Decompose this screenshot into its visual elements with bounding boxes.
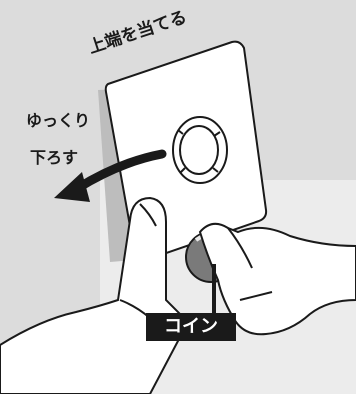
move-arrow-head [54,172,90,202]
coin-label-box: コイン [146,313,236,341]
left-hand [0,196,190,394]
plate-ring-tabs [177,129,221,174]
right-hand-creases [227,227,273,301]
move-arrow-shaft [73,149,167,193]
plate-ring-inner [179,125,219,175]
right-hand [198,222,356,336]
slow-lower-label-line2: 下ろす [30,148,79,167]
coin-label: コイン [164,316,218,337]
slow-lower-label-line1: ゆっくり [26,111,91,130]
